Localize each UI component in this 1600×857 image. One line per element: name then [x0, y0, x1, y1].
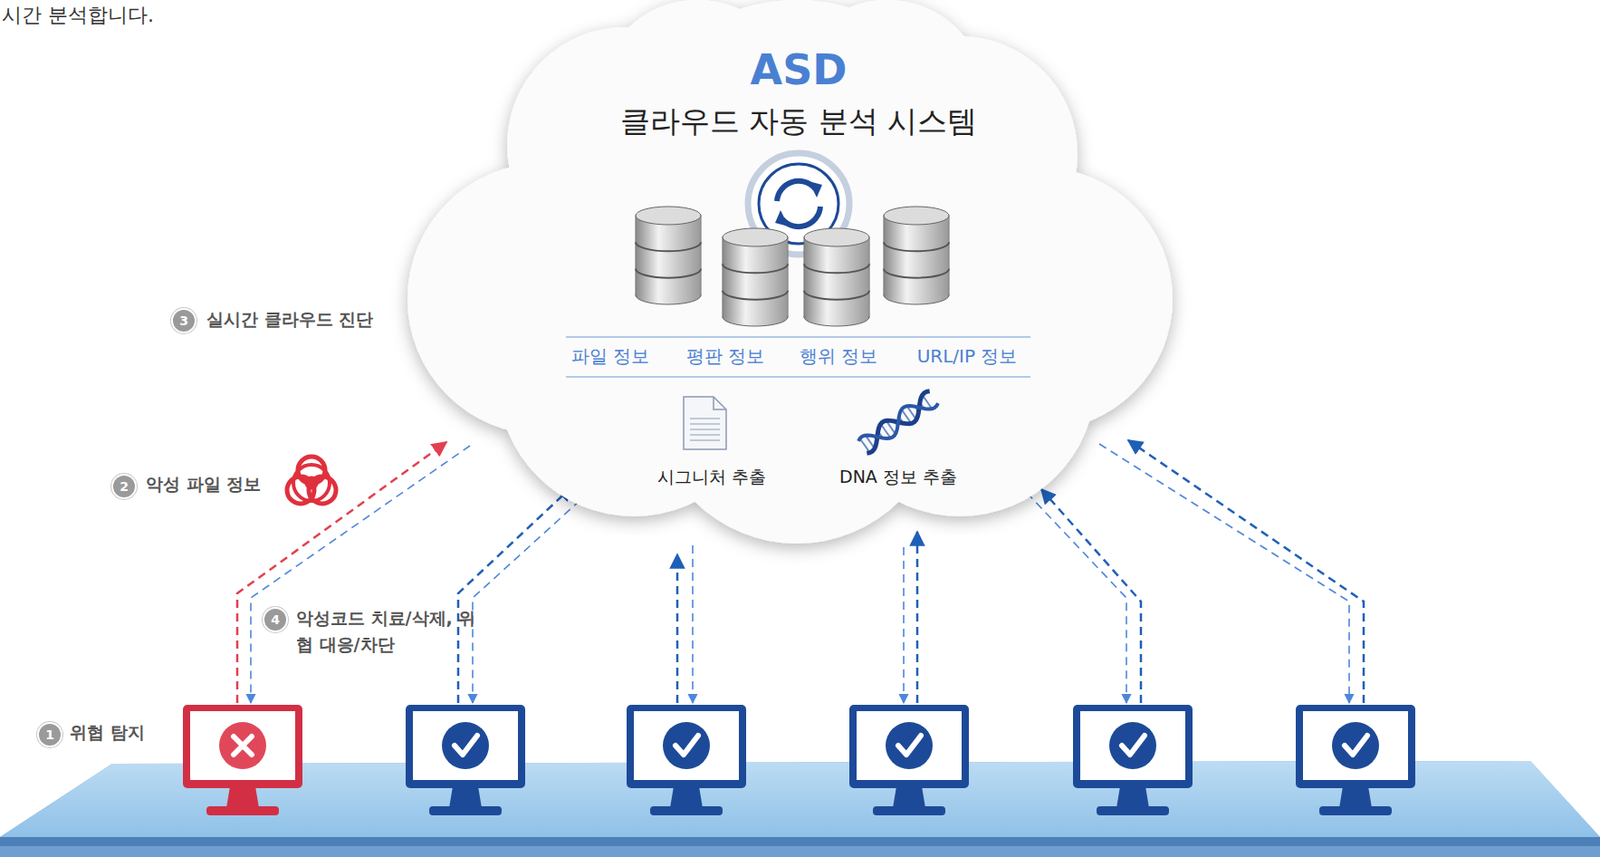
infected-pc — [182, 704, 303, 815]
database-icon — [635, 206, 701, 305]
database-icon — [722, 228, 788, 326]
database-icon — [804, 228, 870, 326]
dashed-arrow — [472, 490, 591, 703]
extract-label: DNA 정보 추출 — [839, 465, 958, 489]
dashed-arrow — [1041, 488, 1141, 703]
callout-number: 1 — [37, 721, 63, 748]
dashed-arrow — [237, 441, 447, 703]
step-label: 악성코드 치료/삭제, 위협 대응/차단 — [296, 604, 482, 657]
document-icon — [683, 396, 727, 450]
dashed-arrow — [902, 546, 905, 703]
cloud-system: ASD 클라우드 자동 분석 시스템 — [408, 0, 1169, 562]
safe-pc — [626, 704, 747, 815]
dashed-arrow — [916, 531, 920, 703]
dashed-arrow — [691, 545, 694, 703]
step-label: 위협 탐지 — [69, 720, 145, 745]
safe-pc — [405, 704, 526, 815]
cropped-intro: 시간 분석합니다. — [1, 1, 154, 29]
extract-label: 시그니처 추출 — [657, 465, 767, 489]
info-category: 파일 정보 — [571, 344, 650, 369]
dashed-arrow — [250, 445, 470, 703]
dashed-arrow — [1026, 492, 1127, 703]
database-icon — [883, 206, 949, 305]
callout-number: 3 — [171, 307, 197, 334]
biohazard-symbol — [287, 456, 336, 504]
cloud-icons — [565, 153, 1031, 455]
system-title: ASD — [750, 45, 848, 95]
callout-number: 4 — [262, 606, 288, 633]
step-label: 악성 파일 정보 — [145, 472, 261, 497]
dashed-arrow — [1128, 440, 1364, 703]
safe-pc — [849, 704, 969, 815]
step-label: 실시간 클라우드 진단 — [206, 307, 374, 332]
dashed-arrow — [676, 554, 680, 703]
callout-number: 2 — [111, 473, 137, 499]
safe-pc — [1295, 704, 1416, 815]
safe-pc — [1073, 704, 1193, 815]
info-category: URL/IP 정보 — [917, 344, 1018, 369]
monitors — [182, 704, 1416, 815]
info-category: 평판 정보 — [686, 344, 765, 369]
info-category: 행위 정보 — [799, 344, 878, 369]
system-subtitle: 클라우드 자동 분석 시스템 — [620, 101, 978, 143]
dna-icon — [857, 389, 939, 454]
dashed-arrow — [1099, 443, 1350, 703]
